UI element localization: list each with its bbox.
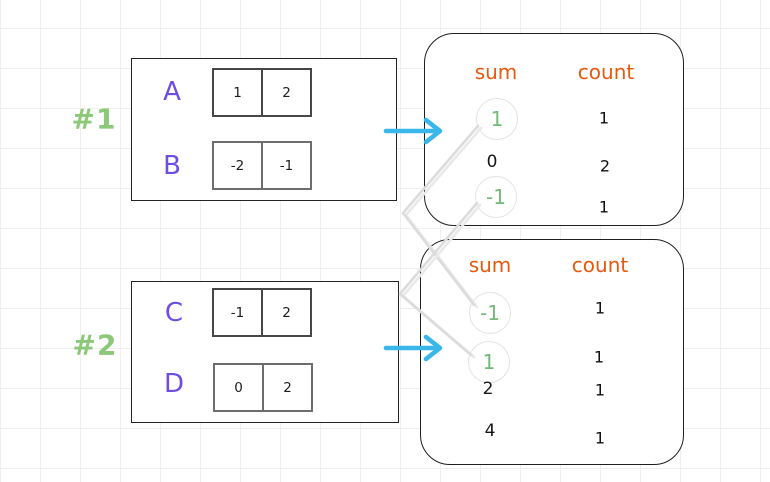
array-c-cell-1: 2 — [261, 288, 312, 337]
array-a-label: A — [163, 77, 181, 107]
array-c-label: C — [164, 298, 184, 328]
table-1-sum-header: sum — [474, 60, 518, 84]
table-2-count-value: 1 — [593, 347, 605, 367]
table-2-sum-value-highlighted: -1 — [469, 292, 511, 334]
array-d-cell-0: 0 — [213, 363, 264, 412]
array-b-cell-1: -1 — [261, 141, 312, 190]
array-a-cells: 1 2 — [212, 68, 312, 117]
table-1-sum-value: 0 — [486, 152, 498, 172]
table-1-sum-value-highlighted: -1 — [475, 176, 517, 218]
table-1-count-header: count — [577, 60, 635, 84]
table-1-count-value: 1 — [598, 197, 610, 217]
array-b-label: B — [163, 151, 181, 181]
table-2-sum-value-highlighted: 1 — [468, 341, 510, 383]
table-2-count-value: 1 — [594, 298, 606, 318]
table-1-count-value: 1 — [598, 108, 610, 128]
array-a-cell-0: 1 — [212, 68, 263, 117]
table-2-sum-header: sum — [468, 253, 512, 277]
table-2-count-header: count — [571, 253, 629, 277]
table-2-sum-value: 2 — [482, 379, 494, 399]
table-1-sum-value-highlighted: 1 — [476, 98, 518, 140]
array-a-cell-1: 2 — [261, 68, 312, 117]
table-1-count-value: 2 — [599, 156, 611, 176]
example-1-label: #1 — [71, 102, 117, 136]
array-b-cell-0: -2 — [212, 141, 263, 190]
array-d-cells: 0 2 — [213, 363, 313, 412]
table-2-sum-value: 4 — [484, 421, 496, 441]
array-c-cells: -1 2 — [212, 288, 312, 337]
array-b-cells: -2 -1 — [212, 141, 312, 190]
array-d-cell-1: 2 — [262, 363, 313, 412]
sum-count-table-1 — [424, 33, 684, 226]
table-2-count-value: 1 — [594, 380, 606, 400]
array-d-label: D — [163, 369, 185, 399]
sum-count-table-2 — [420, 239, 684, 465]
array-c-cell-0: -1 — [212, 288, 263, 337]
example-2-label: #2 — [72, 328, 118, 362]
table-2-count-value: 1 — [594, 428, 606, 448]
